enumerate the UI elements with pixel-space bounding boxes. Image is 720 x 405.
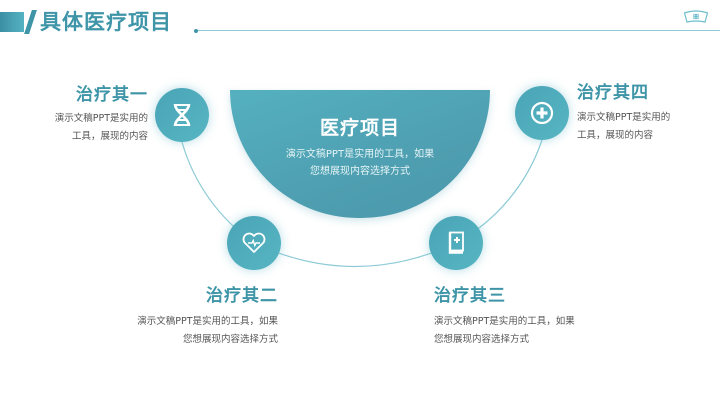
item-1-node [155, 88, 209, 142]
item-3-description: 演示文稿PPT是实用的工具，如果 您想展现内容选择方式 [434, 313, 614, 349]
item-4-title: 治疗其四 [577, 83, 649, 103]
item-2-title: 治疗其二 [206, 286, 278, 306]
plus-circle-icon [530, 101, 554, 125]
item-3-title: 治疗其三 [434, 286, 506, 306]
center-title: 医疗项目 [319, 117, 400, 139]
medical-book-icon [448, 231, 464, 254]
center-description-line: 您想展现内容选择方式 [310, 166, 410, 177]
item-4-description: 演示文稿PPT是实用的 工具，展现的内容 [577, 109, 707, 145]
item-4-desc-line: 演示文稿PPT是实用的 [577, 112, 671, 123]
item-2-node [227, 216, 281, 270]
title-divider-line [198, 30, 720, 31]
item-3-node [429, 216, 483, 270]
item-1-desc-line: 演示文稿PPT是实用的 [54, 113, 148, 124]
item-3-desc-line: 演示文稿PPT是实用的工具，如果 [434, 316, 575, 327]
center-description-line: 演示文稿PPT是实用的工具，如果 [285, 149, 435, 160]
page-title: 具体医疗项目 [40, 10, 172, 34]
title-accent-bar [0, 12, 24, 32]
center-description: 演示文稿PPT是实用的工具，如果 您想展现内容选择方式 [240, 146, 480, 180]
item-3-desc-line: 您想展现内容选择方式 [434, 334, 530, 345]
item-1-desc-line: 工具，展现的内容 [71, 131, 148, 142]
item-1-title: 治疗其一 [76, 85, 148, 105]
item-2-description: 演示文稿PPT是实用的工具，如果 您想展现内容选择方式 [100, 313, 278, 349]
item-4-node [515, 86, 569, 140]
heart-pulse-icon [242, 232, 266, 253]
title-line-dot [194, 29, 198, 33]
item-2-desc-line: 演示文稿PPT是实用的工具，如果 [137, 316, 278, 327]
nurse-cap-icon [683, 9, 709, 28]
item-4-desc-line: 工具，展现的内容 [577, 130, 654, 141]
item-1-description: 演示文稿PPT是实用的 工具，展现的内容 [30, 110, 148, 146]
item-2-desc-line: 您想展现内容选择方式 [182, 334, 278, 345]
dna-icon [173, 103, 191, 127]
